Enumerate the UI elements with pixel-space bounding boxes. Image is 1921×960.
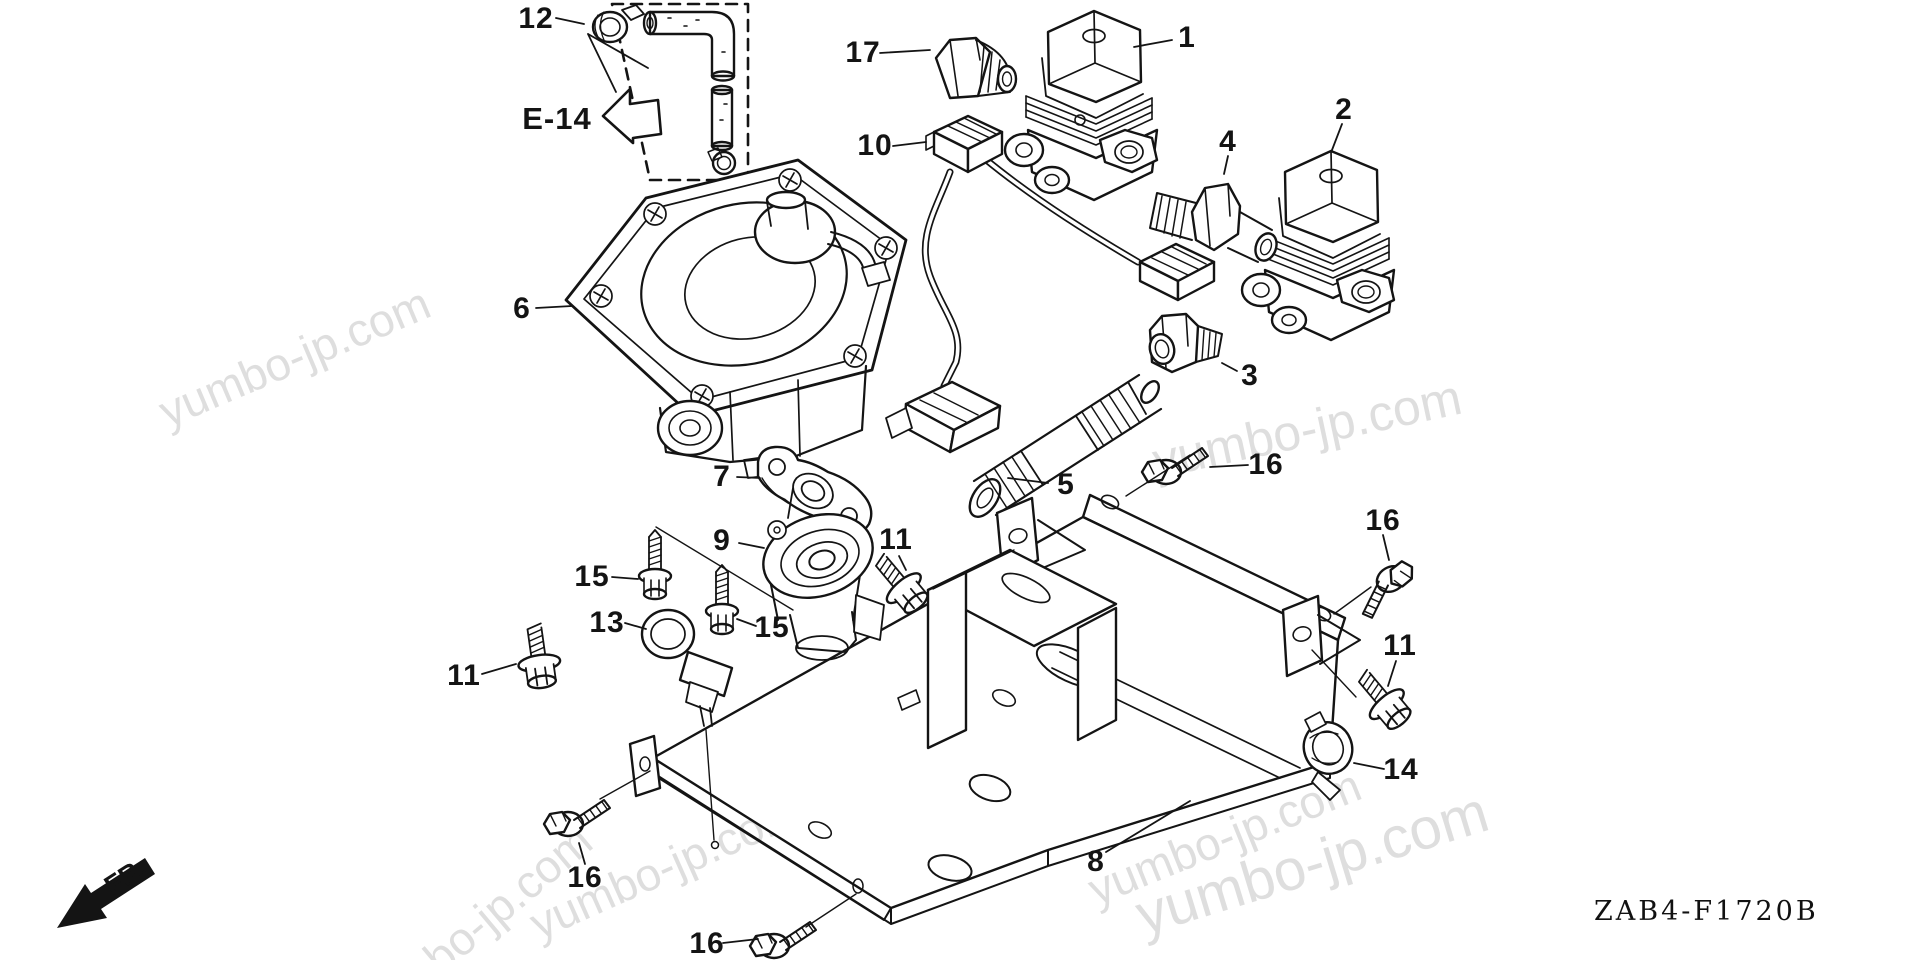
callout-part11-a: 11 xyxy=(447,659,481,692)
part-4-joint-fitting xyxy=(1150,184,1280,264)
callout-part14: 14 xyxy=(1383,753,1419,786)
callout-part11-b: 11 xyxy=(879,523,913,556)
callout-part7: 7 xyxy=(713,460,731,493)
part-9-flange-joint xyxy=(752,501,884,660)
diagram-code: ZAB4-F1720B xyxy=(1594,896,1819,927)
e14-reference-label: E-14 xyxy=(522,101,592,136)
callout-part16-b: 16 xyxy=(1365,504,1401,537)
fr-direction-arrow-icon: FR. xyxy=(57,852,155,928)
part-6-regulator-assembly xyxy=(566,160,906,478)
part-17-joint-fitting xyxy=(936,38,1016,98)
part-7-gasket xyxy=(758,447,871,536)
callout-part15-a: 15 xyxy=(574,560,610,593)
callout-part10: 10 xyxy=(857,129,893,162)
callout-part17: 17 xyxy=(845,36,881,69)
e14-hose-reference-box xyxy=(612,4,748,180)
callout-part13: 13 xyxy=(589,606,625,639)
e14-reference-arrow-icon xyxy=(603,89,661,143)
part-8-mounting-plate xyxy=(630,493,1360,924)
callout-part5: 5 xyxy=(1057,468,1075,501)
callout-part1: 1 xyxy=(1178,21,1196,54)
part-12-tube-clamp xyxy=(593,5,644,42)
callout-part6: 6 xyxy=(513,292,531,325)
callout-part12: 12 xyxy=(518,2,554,35)
callout-part9: 9 xyxy=(713,524,731,557)
part-14-tube-clamp xyxy=(1297,712,1360,800)
callout-part2: 2 xyxy=(1335,93,1353,126)
callout-part4: 4 xyxy=(1219,125,1237,158)
harness-connector-top xyxy=(926,116,1002,172)
callout-part16-d: 16 xyxy=(689,927,725,960)
callout-part11-c: 11 xyxy=(1383,629,1417,662)
callout-part3: 3 xyxy=(1241,359,1259,392)
part-5-pipe-joint xyxy=(963,375,1162,522)
callout-part16-a: 16 xyxy=(1248,448,1284,481)
leader-lines xyxy=(482,18,1396,943)
part-1-solenoid-valve xyxy=(1005,11,1157,200)
part-13-tube-clamp xyxy=(642,610,732,849)
plate-u-bracket xyxy=(898,550,1116,748)
callout-part16-c: 16 xyxy=(567,861,603,894)
callout-part15-b: 15 xyxy=(754,611,790,644)
harness-connector-right xyxy=(1140,244,1214,300)
harness-connector-bottom xyxy=(886,382,1000,452)
callout-part8: 8 xyxy=(1087,845,1105,878)
part-3-bushing xyxy=(1147,314,1222,372)
part-10-wire-harness xyxy=(886,116,1214,452)
part-2-solenoid-valve xyxy=(1242,151,1394,340)
